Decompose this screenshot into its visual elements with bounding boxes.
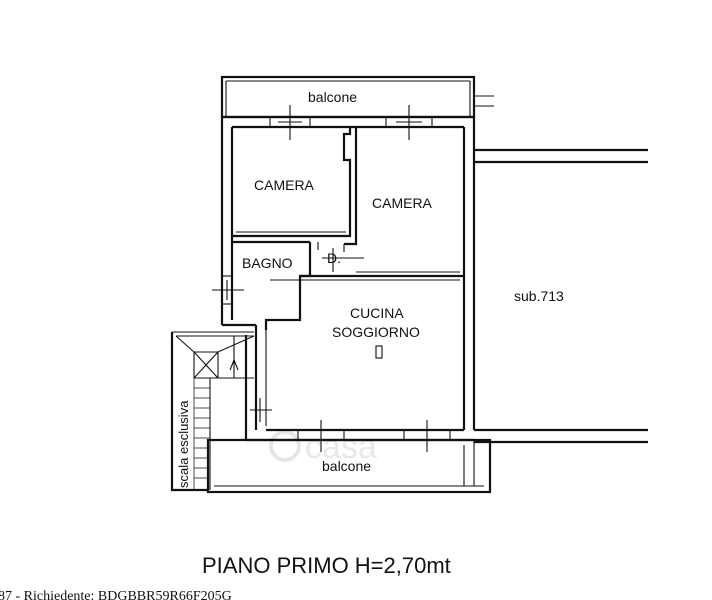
interior-walls bbox=[232, 127, 464, 426]
label-balcone-top: balcone bbox=[308, 89, 357, 105]
label-cucina: CUCINA bbox=[350, 305, 404, 321]
stair-treads bbox=[193, 378, 210, 490]
neighbour-unit bbox=[474, 148, 648, 444]
outer-walls bbox=[220, 115, 476, 442]
footer-text: 87 - Richiedente: BDGBBR59R66F205G bbox=[0, 589, 232, 600]
staircase bbox=[170, 331, 255, 492]
label-camera-left: CAMERA bbox=[254, 177, 315, 193]
balcony-top bbox=[220, 75, 494, 119]
label-disimpegno: D. bbox=[327, 250, 341, 266]
label-soggiorno: SOGGIORNO bbox=[332, 324, 420, 340]
balcony-bottom bbox=[206, 438, 492, 494]
fixtures bbox=[212, 105, 451, 452]
label-balcone-bottom: balcone bbox=[322, 458, 371, 474]
label-camera-right: CAMERA bbox=[372, 195, 433, 211]
watermark: casa bbox=[269, 428, 377, 466]
label-bagno: BAGNO bbox=[242, 255, 293, 271]
plan-title: PIANO PRIMO H=2,70mt bbox=[202, 553, 451, 578]
label-sub: sub.713 bbox=[514, 288, 564, 304]
label-scala: scala esclusiva bbox=[176, 400, 191, 488]
watermark-text: casa bbox=[305, 428, 377, 466]
